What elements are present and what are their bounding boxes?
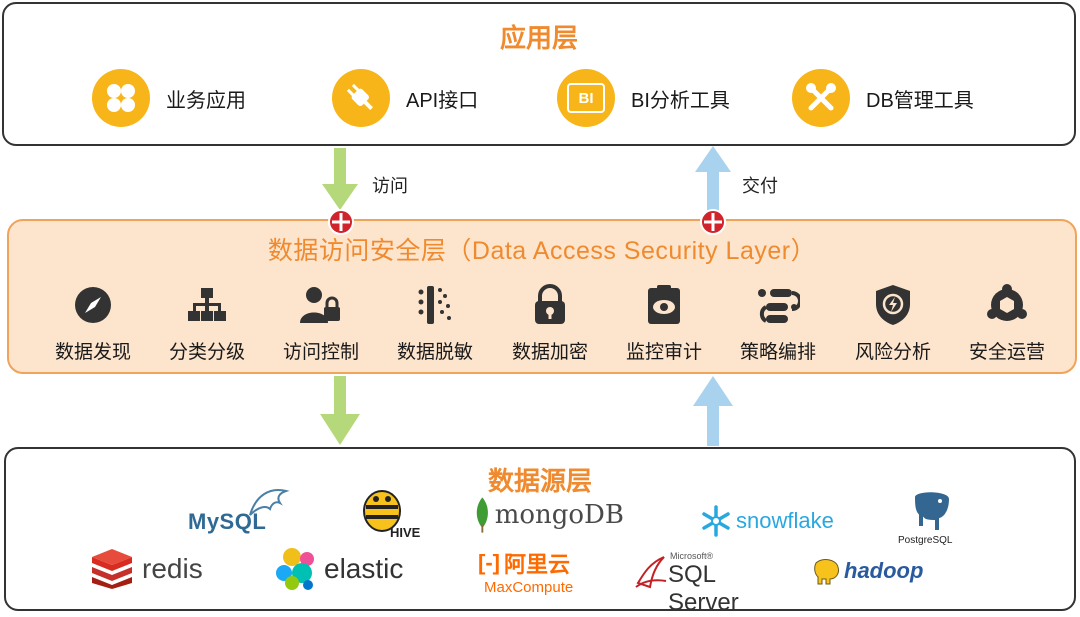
hadoop-elephant-icon — [814, 559, 839, 585]
plug-icon — [332, 69, 390, 127]
redis-cube-icon — [92, 549, 132, 589]
leaf-icon — [476, 497, 488, 533]
hadoop-logo: hadoop — [812, 553, 942, 589]
elastic-logo: elastic — [274, 545, 424, 593]
workflow-icon — [756, 283, 800, 327]
grid-icon — [92, 69, 150, 127]
snowflake-icon — [702, 505, 730, 537]
user-lock-icon — [299, 283, 343, 327]
feature-label: 监控审计 — [625, 342, 702, 363]
dolphin-icon — [249, 489, 290, 516]
hierarchy-icon — [185, 283, 229, 327]
feature-label: 数据脱敏 — [396, 342, 473, 363]
feature-data-discovery: 数据发现 — [43, 283, 143, 364]
feature-policy-orchestration: 策略编排 — [728, 283, 828, 364]
snowflake-logo: snowflake — [700, 503, 850, 539]
feature-label: 分类分级 — [168, 342, 245, 363]
access-arrow-down-upper — [322, 148, 358, 210]
redis-logo: redis — [90, 547, 220, 591]
feature-label: 策略编排 — [739, 342, 816, 363]
eye-clipboard-icon — [642, 283, 686, 327]
bi-icon-text: BI — [567, 83, 605, 113]
mysql-logo: MySQL — [188, 485, 298, 537]
elastic-icon — [276, 548, 314, 590]
aliyun-bracket-icon: [-] — [478, 550, 500, 575]
hive-logo: HIVE — [354, 485, 426, 545]
access-arrow-down-lower — [320, 376, 360, 445]
app-layer-panel: 应用层 业务应用 API接口 BI BI分析工具 — [2, 2, 1076, 146]
shield-bolt-icon — [871, 283, 915, 327]
app-item-label: API接口 — [406, 89, 479, 112]
app-item-label: DB管理工具 — [866, 89, 974, 112]
access-marker-icon — [328, 209, 354, 235]
feature-access-control: 访问控制 — [271, 283, 371, 364]
aliyun-maxcompute-logo: [-] 阿里云 MaxCompute — [478, 547, 598, 597]
sqlserver-text: SQL Server — [668, 561, 739, 616]
app-layer-title: 应用层 — [499, 23, 578, 53]
source-layer-panel: 数据源层 MySQL HIVE mongoDB snowflake — [4, 447, 1076, 616]
maxcompute-text: MaxCompute — [484, 579, 574, 596]
deliver-arrow-up-upper — [695, 146, 731, 214]
feature-label: 数据加密 — [511, 342, 588, 363]
sqlserver-small-text: Microsoft® — [670, 551, 714, 561]
security-layer-panel: 数据访问安全层（Data Access Security Layer） 数据发现… — [7, 219, 1077, 374]
feature-label: 数据发现 — [54, 342, 131, 363]
hadoop-text: hadoop — [844, 558, 924, 583]
app-item-bi: BI BI分析工具 — [557, 68, 730, 128]
elephant-icon — [912, 490, 952, 532]
access-label: 访问 — [372, 176, 408, 196]
feature-security-operations: 安全运营 — [957, 283, 1057, 364]
feature-data-masking: 数据脱敏 — [385, 283, 485, 364]
tools-icon — [792, 69, 850, 127]
snowflake-text: snowflake — [736, 508, 834, 533]
feature-label: 访问控制 — [282, 342, 359, 363]
masking-icon — [413, 283, 457, 327]
mongodb-text: mongoDB — [494, 500, 624, 530]
source-layer-title: 数据源层 — [487, 466, 592, 496]
bee-icon — [363, 490, 401, 532]
elastic-text: elastic — [324, 553, 404, 584]
hive-text: HIVE — [390, 525, 421, 540]
mongodb-logo: mongoDB — [474, 493, 624, 537]
aliyun-text: 阿里云 — [503, 552, 570, 577]
compass-icon — [71, 283, 115, 327]
postgresql-text: PostgreSQL — [898, 535, 953, 546]
app-item-business: 业务应用 — [92, 68, 246, 128]
feature-label: 风险分析 — [854, 342, 931, 363]
mysql-text: MySQL — [188, 509, 267, 534]
postgresql-logo: PostgreSQL — [898, 487, 968, 553]
sqlserver-icon — [635, 556, 667, 589]
feature-data-encryption: 数据加密 — [500, 283, 600, 364]
deliver-label: 交付 — [742, 176, 778, 196]
app-item-api: API接口 — [332, 68, 478, 128]
app-item-db: DB管理工具 — [792, 68, 974, 128]
feature-risk-analysis: 风险分析 — [843, 283, 943, 364]
sqlserver-logo: Microsoft® SQL Server — [634, 549, 784, 616]
app-item-label: 业务应用 — [166, 89, 246, 112]
feature-label: 安全运营 — [968, 342, 1045, 363]
deliver-arrow-up-lower — [693, 376, 733, 446]
feature-monitoring-audit: 监控审计 — [614, 283, 714, 364]
security-layer-title: 数据访问安全层（Data Access Security Layer） — [267, 237, 817, 265]
deliver-marker-icon — [700, 209, 726, 235]
lock-icon — [528, 283, 572, 327]
feature-classification: 分类分级 — [157, 283, 257, 364]
operations-icon — [985, 283, 1029, 327]
bi-icon: BI — [557, 69, 615, 127]
redis-text: redis — [142, 553, 203, 584]
app-item-label: BI分析工具 — [631, 89, 730, 112]
